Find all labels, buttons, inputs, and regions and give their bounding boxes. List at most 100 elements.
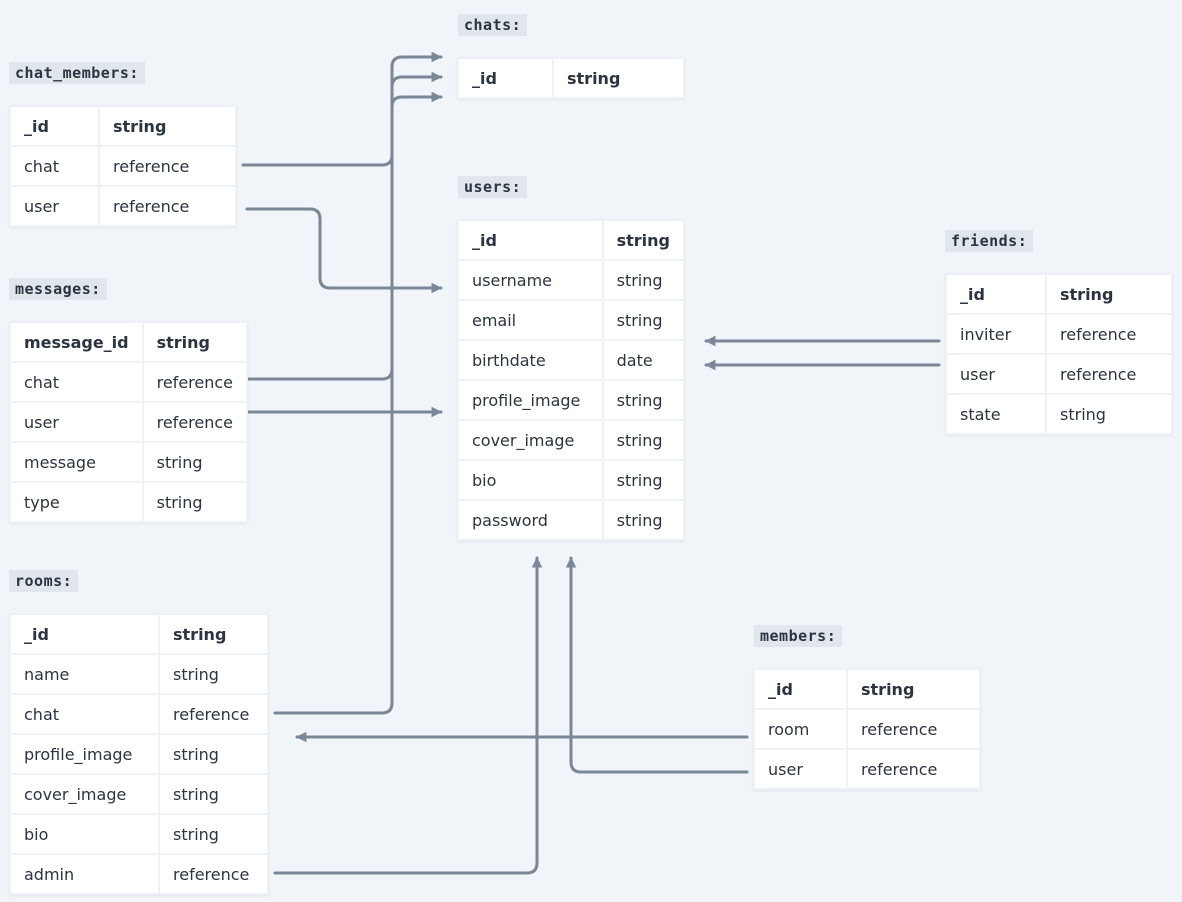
fields-table-chats: _id string	[457, 57, 685, 99]
field-name: _id	[9, 105, 100, 147]
field-row[interactable]: user reference	[9, 185, 237, 227]
field-type: date	[601, 339, 686, 381]
relation-rooms-admin-to-users	[273, 556, 543, 875]
field-name: cover_image	[457, 419, 604, 461]
relation-chat-members-chat-to-chats	[241, 51, 443, 167]
field-row[interactable]: _id string	[457, 219, 686, 261]
field-type: reference	[98, 185, 237, 227]
field-type: string	[601, 299, 686, 341]
field-name: name	[9, 653, 160, 695]
field-name: _id	[457, 219, 604, 261]
entity-title-members: members:	[754, 625, 843, 647]
field-type: string	[158, 613, 269, 655]
field-name: _id	[9, 613, 160, 655]
field-row[interactable]: _id string	[945, 273, 1173, 315]
field-type: string	[1045, 393, 1173, 435]
field-type: reference	[141, 401, 249, 443]
field-type: reference	[846, 708, 981, 750]
field-row[interactable]: _id string	[753, 668, 981, 710]
field-name: chat	[9, 361, 144, 403]
field-name: username	[457, 259, 604, 301]
field-type: reference	[1045, 313, 1173, 355]
field-name: _id	[753, 668, 848, 710]
field-row[interactable]: chat reference	[9, 145, 237, 187]
field-type: string	[601, 459, 686, 501]
entity-title-rooms: rooms:	[9, 570, 79, 592]
field-row[interactable]: _id string	[9, 105, 237, 147]
field-name: bio	[9, 813, 160, 855]
field-row[interactable]: message_id string	[9, 321, 249, 363]
field-name: type	[9, 481, 144, 523]
field-name: user	[9, 401, 144, 443]
field-name: user	[945, 353, 1047, 395]
field-name: bio	[457, 459, 604, 501]
field-type: string	[1045, 273, 1173, 315]
field-name: chat	[9, 145, 100, 187]
field-type: string	[158, 653, 269, 695]
field-type: reference	[141, 361, 249, 403]
field-name: chat	[9, 693, 160, 735]
entity-title-users: users:	[458, 176, 528, 198]
entity-title-chats: chats:	[458, 14, 528, 36]
field-name: _id	[457, 57, 554, 99]
field-type: reference	[846, 748, 981, 790]
field-type: string	[846, 668, 981, 710]
field-type: string	[601, 379, 686, 421]
field-name: room	[753, 708, 848, 750]
field-type: string	[601, 499, 686, 541]
entity-title-friends: friends:	[945, 230, 1034, 252]
field-name: _id	[945, 273, 1047, 315]
field-type: reference	[158, 853, 269, 895]
field-name: state	[945, 393, 1047, 435]
field-type: string	[141, 481, 249, 523]
field-name: cover_image	[9, 773, 160, 815]
field-name: user	[753, 748, 848, 790]
field-type: string	[98, 105, 237, 147]
relation-messages-chat-to-chats	[241, 71, 443, 381]
field-type: reference	[1045, 353, 1173, 395]
field-type: string	[601, 259, 686, 301]
field-type: string	[158, 813, 269, 855]
field-row[interactable]: _id string	[457, 57, 685, 99]
fields-table-chat-members: _id string chat reference user reference	[9, 105, 237, 227]
field-type: string	[158, 773, 269, 815]
field-type: string	[158, 733, 269, 775]
field-name: admin	[9, 853, 160, 895]
field-row[interactable]: _id string	[9, 613, 269, 655]
entity-title-chat-members: chat_members:	[9, 62, 145, 84]
field-type: reference	[158, 693, 269, 735]
relation-chat-members-user-to-users	[245, 207, 443, 294]
relation-rooms-chat-to-chats	[273, 91, 443, 715]
field-name: user	[9, 185, 100, 227]
field-type: string	[601, 419, 686, 461]
field-name: inviter	[945, 313, 1047, 355]
field-type: reference	[98, 145, 237, 187]
